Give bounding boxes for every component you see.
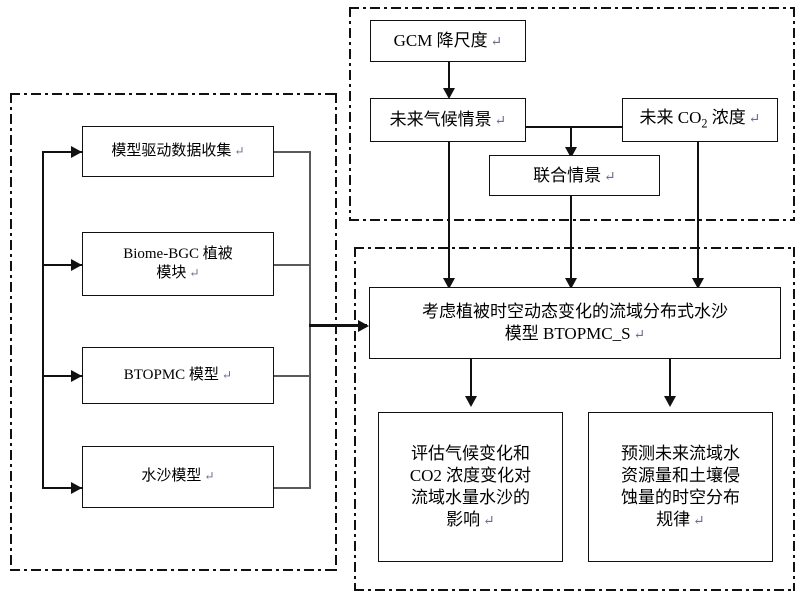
feedback-stub-1 (42, 151, 82, 153)
node-future-co2-subscript: 2 (701, 116, 708, 131)
node-future-co2-prefix: 未来 CO (639, 108, 702, 128)
node-output-predict-line1: 预测未来流域水 (621, 444, 740, 464)
node-sediment-model[interactable]: 水沙模型↵ (82, 446, 274, 508)
node-output-assess-line4: 影响 (446, 509, 481, 529)
return-mark: ↵ (693, 513, 705, 529)
return-mark: ↵ (490, 35, 503, 51)
node-output-predict[interactable]: 预测未来流域水 资源量和土壤侵 蚀量的时空分布 规律↵ (588, 412, 773, 562)
climate-to-model-line (448, 140, 450, 288)
return-mark: ↵ (483, 513, 495, 529)
model-to-predict-line (669, 359, 671, 403)
arrowhead-to-sediment-model (71, 482, 82, 494)
collector-stub-4 (272, 487, 311, 489)
collector-stub-1 (272, 151, 311, 153)
arrowhead-to-combined-scenario (565, 147, 577, 158)
return-mark: ↵ (189, 266, 200, 280)
node-data-collection[interactable]: 模型驱动数据收集↵ (82, 126, 274, 177)
node-output-predict-line2: 资源量和土壤侵 (621, 466, 740, 486)
node-sediment-model-label: 水沙模型 (141, 468, 202, 485)
arrowhead-co2-to-model (692, 278, 704, 289)
return-mark: ↵ (234, 143, 245, 158)
feedback-stub-2 (42, 264, 82, 266)
feedback-stub-4 (42, 487, 82, 489)
return-mark: ↵ (494, 114, 507, 130)
return-mark: ↵ (633, 327, 646, 343)
return-mark: ↵ (748, 112, 761, 128)
arrowhead-to-biome-bgc (71, 259, 82, 271)
arrowhead-to-btopmc (71, 370, 82, 382)
node-output-assess[interactable]: 评估气候变化和 CO2 浓度变化对 流域水量水沙的 影响↵ (378, 412, 563, 562)
bridge-to-combined-line (570, 126, 572, 155)
arrowhead-left-panel-to-model (358, 320, 369, 332)
node-biome-bgc-line2: 模块 (156, 265, 187, 281)
node-btopmc-label: BTOPMC 模型 (123, 366, 219, 383)
node-gcm-downscaling[interactable]: GCM 降尺度↵ (370, 20, 526, 62)
co2-to-model-line (697, 140, 699, 288)
node-btopmc-s-line1: 考虑植被时空动态变化的流域分布式水沙 (422, 302, 728, 322)
node-combined-scenario-label: 联合情景 (533, 165, 602, 185)
node-future-co2-concentration[interactable]: 未来 CO2 浓度↵ (622, 98, 778, 142)
combined-to-model-line (570, 195, 572, 288)
collector-stub-2 (272, 264, 311, 266)
collector-trunk-line (309, 152, 311, 489)
left-panel-to-model-line (309, 324, 367, 327)
arrowhead-model-to-assess (465, 396, 477, 407)
arrowhead-combined-to-model (565, 278, 577, 289)
node-gcm-downscaling-label: GCM 降尺度 (393, 31, 488, 51)
arrowhead-model-to-predict (664, 396, 676, 407)
return-mark: ↵ (204, 469, 215, 484)
node-future-climate-label: 未来气候情景 (389, 110, 492, 130)
model-to-assess-line (470, 359, 472, 403)
return-mark: ↵ (221, 367, 233, 382)
arrowhead-to-data-collection (71, 146, 82, 158)
node-data-collection-label: 模型驱动数据收集 (111, 142, 232, 159)
node-output-predict-line4: 规律 (656, 509, 691, 529)
feedback-trunk-line (42, 152, 44, 488)
arrowhead-climate-to-model (443, 278, 455, 289)
collector-stub-3 (272, 375, 311, 377)
node-btopmc[interactable]: BTOPMC 模型↵ (82, 347, 274, 404)
node-combined-scenario[interactable]: 联合情景↵ (489, 155, 660, 196)
gcm-to-climate-line (448, 59, 450, 96)
node-output-predict-line3: 蚀量的时空分布 (621, 487, 740, 507)
node-btopmc-s-line2: 模型 BTOPMC_S (504, 323, 631, 343)
node-output-assess-line2: CO2 浓度变化对 (409, 466, 532, 486)
node-future-climate-scenario[interactable]: 未来气候情景↵ (370, 98, 526, 142)
node-future-co2-suffix: 浓度 (707, 108, 746, 128)
return-mark: ↵ (604, 169, 616, 185)
node-btopmc-s-model[interactable]: 考虑植被时空动态变化的流域分布式水沙 模型 BTOPMC_S↵ (369, 287, 781, 359)
node-biome-bgc[interactable]: Biome-BGC 植被 模块↵ (82, 232, 274, 296)
node-output-assess-line3: 流域水量水沙的 (411, 487, 530, 507)
feedback-stub-3 (42, 375, 82, 377)
node-output-assess-line1: 评估气候变化和 (411, 444, 530, 464)
node-biome-bgc-line1: Biome-BGC 植被 (123, 245, 233, 262)
arrowhead-gcm-to-climate (443, 88, 455, 99)
